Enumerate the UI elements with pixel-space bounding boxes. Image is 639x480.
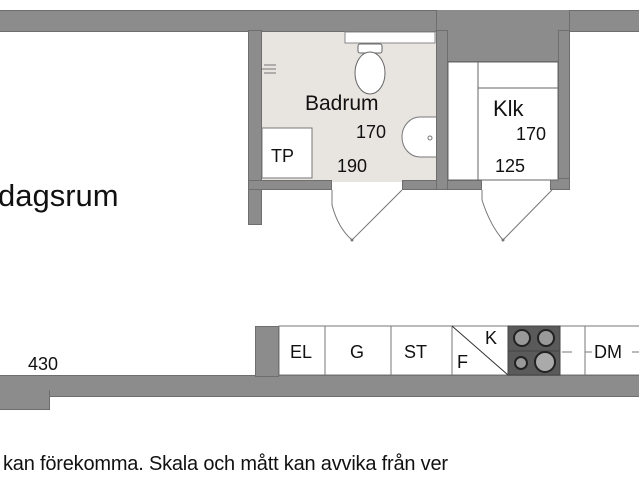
bathroom-dim-2: 190 [337, 156, 368, 176]
bathroom-label: Badrum [305, 92, 379, 115]
bottom-wall-step [0, 390, 50, 410]
top-wall-thick [436, 10, 570, 62]
bathroom-bottom-wall-left [248, 180, 332, 190]
disclaimer-text: kan förekomma. Skala och mått kan avvika… [3, 453, 448, 475]
closet-label: Klk [493, 96, 524, 121]
kitchen-unit-f: F [457, 352, 468, 372]
closet-door-jamb [550, 178, 570, 190]
kitchen-unit-st: ST [404, 342, 428, 362]
kitchen-unit-k: K [485, 328, 498, 348]
kitchen-unit-dm: DM [594, 342, 622, 362]
bathroom-dim-1: 170 [356, 122, 387, 142]
tp-label: TP [271, 146, 295, 166]
living-room-label: dagsrum [0, 178, 119, 213]
closet-dim-1: 170 [516, 124, 547, 144]
kitchen-end-wall [255, 326, 279, 377]
kitchen-unit-g: G [350, 342, 365, 362]
closet-dim-2: 125 [495, 156, 526, 176]
kitchen-unit-el: EL [290, 342, 313, 362]
living-room-dimension: 430 [28, 354, 59, 374]
